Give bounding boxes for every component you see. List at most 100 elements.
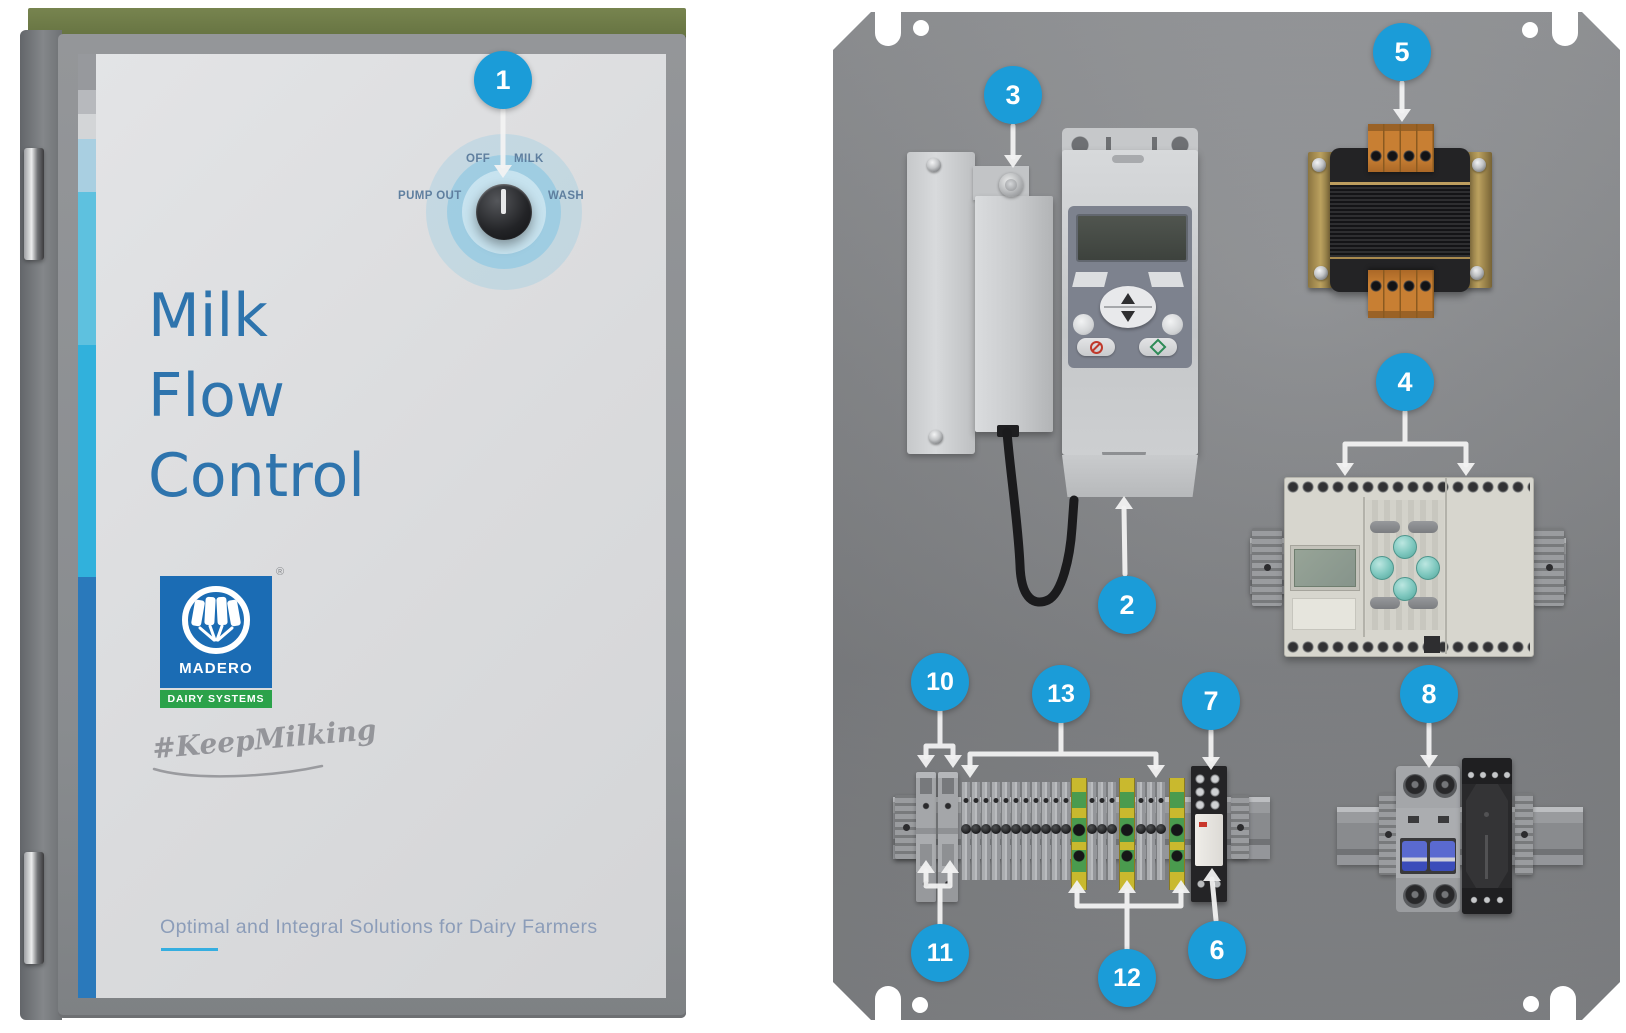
- vfd-round-button-left: [1073, 314, 1094, 335]
- din-module-top-cap: [1462, 758, 1512, 784]
- cable-gland: [997, 425, 1019, 437]
- brand-color-stripe: [78, 54, 96, 998]
- vfd-lower-flap: [1062, 455, 1198, 497]
- registered-trademark-symbol: ®: [276, 566, 285, 578]
- terminal-block: [961, 782, 970, 880]
- logo-brand-text: MADERO: [179, 660, 253, 677]
- stop-icon: [1089, 340, 1103, 354]
- down-arrow-icon: [1121, 311, 1135, 322]
- terminal-block: [1031, 782, 1040, 880]
- feed-through-terminal-group: [1087, 782, 1117, 880]
- vfd-softkey-right: [1148, 272, 1184, 287]
- terminal-block: [1061, 782, 1070, 880]
- rail-end-clamp: [1252, 528, 1282, 606]
- logo-banner-text: DAIRY SYSTEMS: [167, 693, 265, 705]
- terminal-block: [1011, 782, 1020, 880]
- terminal-block: [971, 782, 980, 880]
- mounting-hole-bottom-right: [1523, 996, 1539, 1012]
- plc-lcd-screen: [1290, 545, 1360, 591]
- din-rail-breaker: [1337, 807, 1583, 865]
- knob-label-pump-out: PUMP OUT: [398, 190, 462, 202]
- mounting-slot-bottom-left: [875, 986, 901, 1028]
- callout-badge-6: 6: [1188, 921, 1246, 979]
- terminal-block: [981, 782, 990, 880]
- mounting-hole-top-left: [913, 20, 929, 36]
- emc-filter: [975, 196, 1053, 432]
- feed-through-terminal-group: [1136, 782, 1166, 880]
- plc-terminal-row-top: [1286, 479, 1530, 495]
- fuse-terminal: [916, 772, 936, 902]
- terminal-screws: [1368, 150, 1434, 162]
- terminal-block: [1097, 782, 1106, 880]
- transformer-terminals-bottom: [1368, 270, 1434, 318]
- vfd-display: [1076, 214, 1188, 262]
- mounting-slot-top-right: [1552, 4, 1578, 46]
- plc-key: [1408, 597, 1438, 609]
- filter-mounting-bracket: [907, 152, 975, 454]
- tagline-underline-swash: [152, 764, 324, 778]
- terminal-block: [1001, 782, 1010, 880]
- filter-bolt: [999, 173, 1023, 197]
- vfd-top-notch: [1112, 155, 1144, 163]
- mounting-hole-top-right: [1522, 22, 1538, 38]
- terminal-screws: [1368, 280, 1434, 292]
- knob-label-wash: WASH: [548, 190, 585, 202]
- breaker-screw: [1403, 884, 1427, 908]
- transformer-screw: [1314, 266, 1328, 280]
- bracket-screw-bottom: [929, 430, 943, 444]
- plc-section-divider: [1363, 497, 1365, 637]
- terminal-block: [1021, 782, 1030, 880]
- vfd-softkey-left: [1072, 272, 1108, 287]
- knob-label-milk: MILK: [514, 153, 544, 165]
- din-module-slit: [1485, 835, 1488, 879]
- plc-nav-button-up: [1393, 535, 1417, 559]
- transformer-coil: [1330, 185, 1470, 257]
- knob-label-off: OFF: [466, 153, 491, 165]
- vfd-round-button-right: [1162, 314, 1183, 335]
- plc-label-slot: [1292, 598, 1356, 630]
- plc-key: [1370, 521, 1400, 533]
- bracket-screw-top: [927, 158, 941, 172]
- rail-end-clamp: [1534, 528, 1564, 606]
- transformer-terminals-top: [1368, 124, 1434, 172]
- din-module-dot: [1484, 812, 1489, 817]
- din-module-bottom-cap: [1462, 888, 1512, 914]
- plc-terminal-row-bottom: [1286, 639, 1530, 655]
- plc-key: [1408, 521, 1438, 533]
- terminal-block: [1156, 782, 1165, 880]
- plc-nav-button-right: [1416, 556, 1440, 580]
- rail-end-clamp: [1515, 793, 1533, 875]
- rail-end-clamp: [1379, 793, 1397, 875]
- brand-logo: MADERO: [160, 576, 272, 688]
- plc-nav-button-left: [1370, 556, 1394, 580]
- vfd-start-button: [1139, 338, 1177, 356]
- breaker-toggle-right: [1430, 841, 1455, 871]
- transformer-screw: [1470, 266, 1484, 280]
- callout-badge-12: 12: [1098, 949, 1156, 1007]
- terminal-block: [1051, 782, 1060, 880]
- mounting-slot-top-left: [875, 4, 901, 46]
- callout-badge-11: 11: [911, 924, 969, 982]
- up-arrow-icon: [1121, 293, 1135, 304]
- callout-badge-4: 4: [1376, 353, 1434, 411]
- breaker-screw: [1403, 774, 1427, 798]
- vfd-stop-button: [1077, 338, 1115, 356]
- door-hinge-top: [24, 148, 44, 260]
- terminal-block: [1136, 782, 1145, 880]
- footer-tagline: Optimal and Integral Solutions for Dairy…: [160, 916, 598, 938]
- callout-badge-8: 8: [1400, 665, 1458, 723]
- breaker-toggle-left: [1402, 841, 1427, 871]
- callout-badge-7: 7: [1182, 672, 1240, 730]
- ground-terminal: [1119, 778, 1135, 890]
- transformer-screw: [1472, 158, 1486, 172]
- rail-end-stop-right: [1231, 795, 1249, 859]
- callout-badge-1: 1: [474, 51, 532, 109]
- relay-socket-contacts: [1193, 772, 1225, 812]
- ground-terminal: [1169, 778, 1185, 890]
- relay-led: [1199, 822, 1207, 827]
- mounting-hole-bottom-left: [912, 997, 928, 1013]
- mounting-slot-bottom-right: [1550, 986, 1576, 1028]
- title-line-3: Control: [148, 441, 365, 511]
- transformer-bracket-left: [1308, 152, 1334, 288]
